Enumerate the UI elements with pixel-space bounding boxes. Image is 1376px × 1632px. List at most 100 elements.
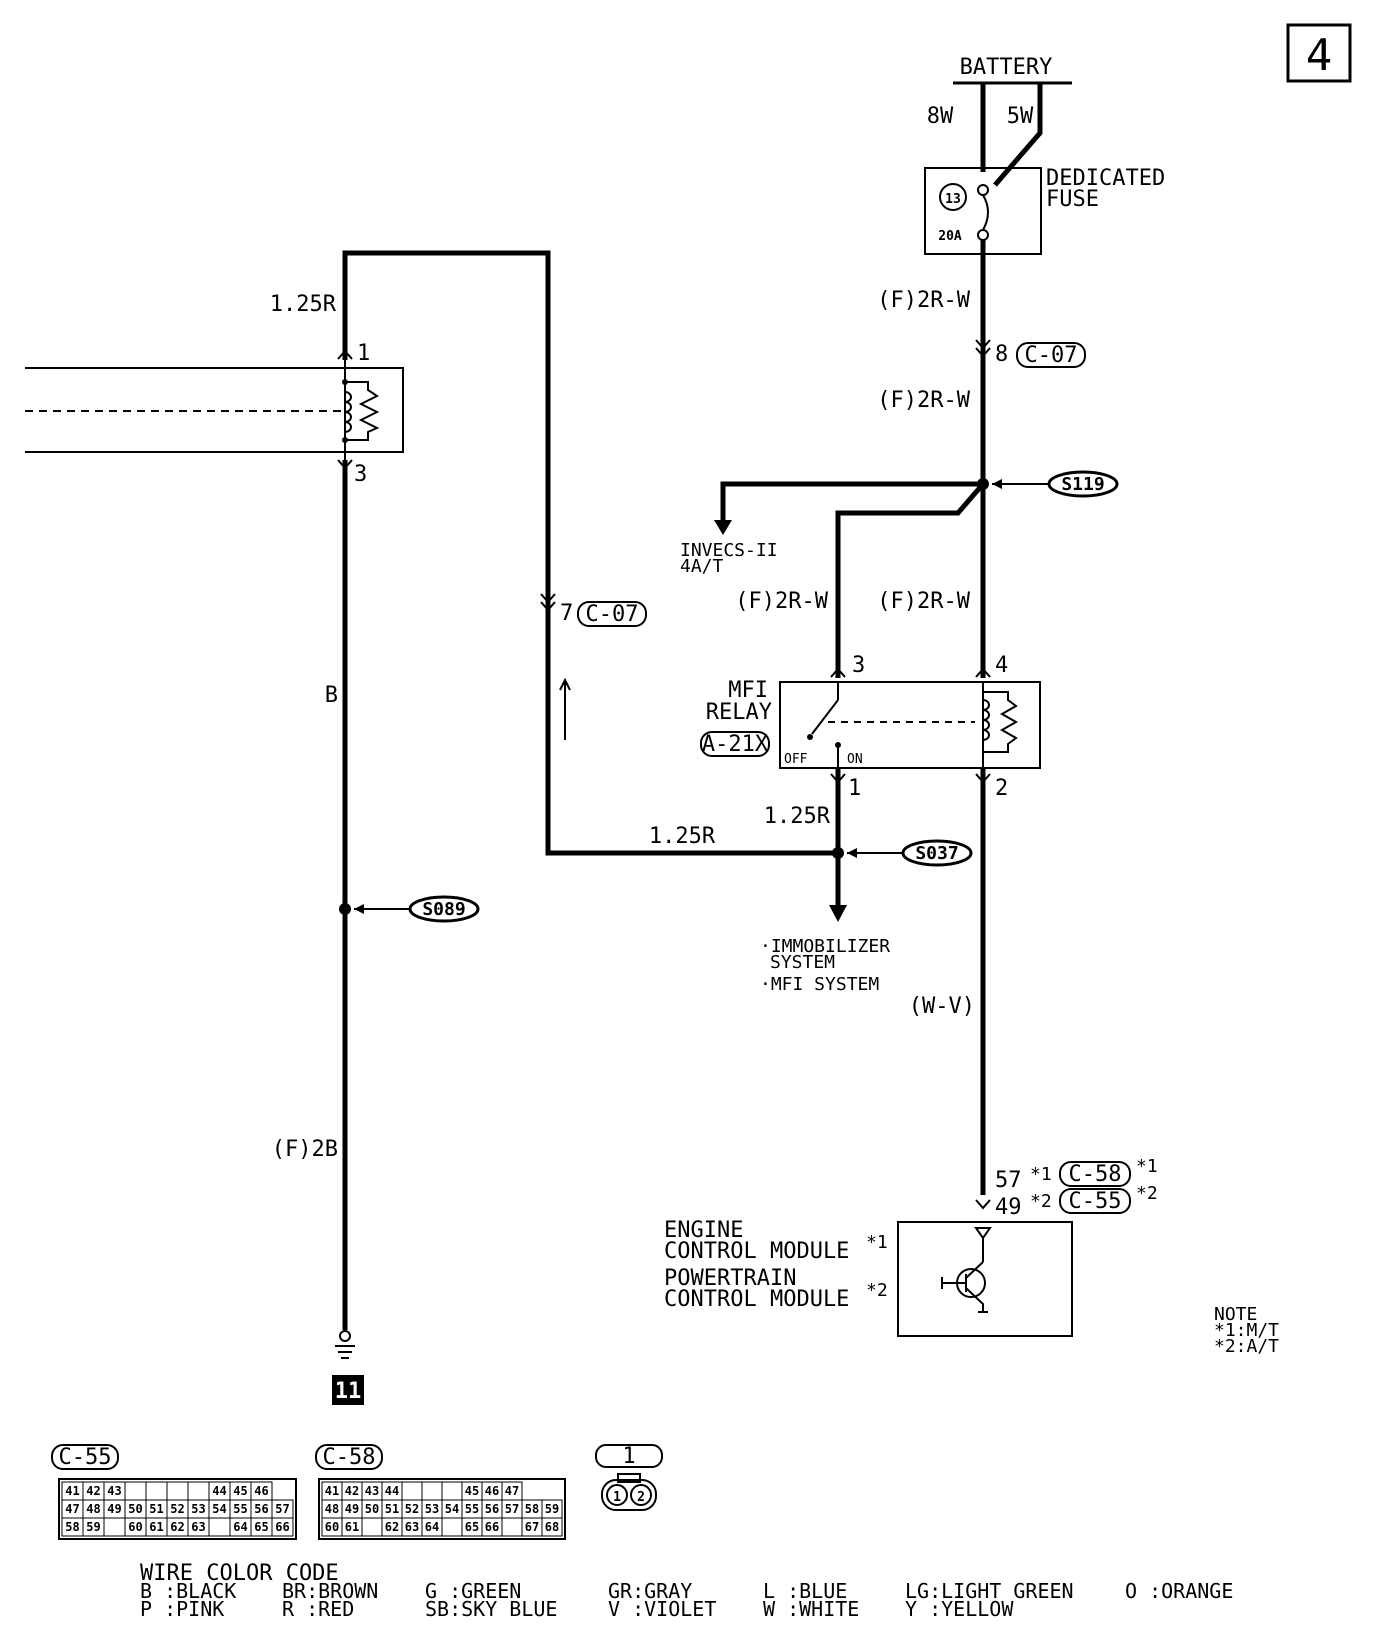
c55-pin: 48 [86,1502,100,1516]
ecm-collector-leg [965,1261,984,1279]
c55-cell [208,1517,231,1537]
splice-arrow-s089 [354,904,364,914]
c58-label: C-58 [323,1445,376,1470]
c1-pin2-circle [630,1484,652,1506]
c55-cell [271,1517,294,1537]
c55-pin: 58 [65,1520,79,1534]
ground-terminal [339,1330,351,1342]
destination-arrow [829,905,847,922]
fuse-title-1: DEDICATED [1046,166,1165,191]
fuse-element [982,194,989,231]
c1-body [601,1479,657,1511]
ecm-emitter-leg [965,1287,984,1312]
wire-label-c07-below: (F)2R-W [877,388,970,413]
color-code-entry: Y :YELLOW [905,1597,1014,1621]
ecm-c55: C-55 [1069,1189,1122,1214]
ecm-pin-49-star: *2 [1030,1191,1052,1212]
destination-line1: ·IMMOBILIZER [760,936,890,957]
c55-pin: 57 [275,1502,289,1516]
relay-coil [982,699,990,741]
c55-label-badge [51,1444,119,1470]
page-number-box [1286,23,1352,83]
c07-connector-badge [1016,342,1086,368]
note-line1: *1:M/T [1214,1320,1279,1341]
splice-arrow-s119 [992,479,1002,489]
ecm-input-mark [974,1227,992,1240]
splice-badge-s089 [408,895,480,923]
c55-pin: 52 [170,1502,184,1516]
c58-pin: 57 [505,1502,519,1516]
c58-pin: 42 [345,1484,359,1498]
c55-label: C-55 [59,1445,112,1470]
c58-pin: 58 [525,1502,539,1516]
splice-label-s037: S037 [915,843,958,864]
c58-pin: 46 [485,1484,499,1498]
c58-pin: 55 [465,1502,479,1516]
c58-pin: 43 [365,1484,379,1498]
c55-pin: 41 [65,1484,79,1498]
destination-line3: ·MFI SYSTEM [760,974,879,995]
c07-pin-8: 8 [995,342,1008,367]
component-pin-1: 1 [357,341,370,366]
relay-resistor [983,691,1019,753]
invecs-arrow [714,520,732,535]
relay-title-2: RELAY [706,700,772,725]
color-code-entry: P :PINK [140,1597,224,1621]
c58-pin: 51 [385,1502,399,1516]
c55-pin: 43 [107,1484,121,1498]
fuse-number-circle [939,183,967,211]
c55-pin: 47 [65,1502,79,1516]
c58-cell [441,1517,463,1537]
color-code-entry: O :ORANGE [1125,1579,1233,1603]
c58-cell [401,1481,423,1501]
connector-mark-c07-8 [975,339,991,358]
relay-connector: A-21X [702,732,769,757]
invecs-line1: INVECS-II [680,540,778,561]
c55-pin: 46 [254,1484,268,1498]
color-code-entry: R :RED [282,1597,354,1621]
splice-arrow-s037 [847,848,857,858]
fuse-terminal-bottom [977,229,989,241]
c58-pin: 50 [365,1502,379,1516]
wire-label-left-low: (F)2B [272,1137,338,1162]
wire-label-ecm: (W-V) [909,994,975,1019]
component-resistor [345,381,380,441]
c58-pin: 63 [405,1520,419,1534]
color-code-entry: SB:SKY BLUE [425,1597,557,1621]
ecm-c58-star: *1 [1136,1156,1158,1177]
color-code-entry: B :BLACK [140,1579,236,1603]
c55-pin: 54 [212,1502,226,1516]
component-box [345,367,404,453]
color-code-entry: L :BLUE [763,1579,847,1603]
c55-pin: 42 [86,1484,100,1498]
component-pin-3: 3 [354,462,367,487]
relay-box [779,681,1041,769]
c58-pin: 67 [525,1520,539,1534]
wire-s119-to-relay-3 [835,482,985,678]
c55-pin: 60 [128,1520,142,1534]
c58-cell [541,1517,563,1537]
battery-wire-8w: 8W [927,104,954,129]
c58-pin: 48 [325,1502,339,1516]
c1-pin2: 2 [637,1490,645,1505]
c58-pin: 60 [325,1520,339,1534]
relay-pin3-mark [830,667,846,678]
invecs-line2: 4A/T [680,556,724,577]
c58-pin: 56 [485,1502,499,1516]
component-coil [344,391,352,433]
splice-label-s089: S089 [422,899,465,920]
connector-mark-c07-7 [540,593,556,612]
c55-pin: 62 [170,1520,184,1534]
c55-pin: 61 [149,1520,163,1534]
c55-pin: 55 [233,1502,247,1516]
c55-cell [103,1517,126,1537]
c58-pin: 53 [425,1502,439,1516]
c58-pin: 64 [425,1520,439,1534]
c07-connector: C-07 [1025,343,1078,368]
wire-battery-5w [993,83,1043,187]
wire-label-relay-out: 1.25R [764,804,831,829]
